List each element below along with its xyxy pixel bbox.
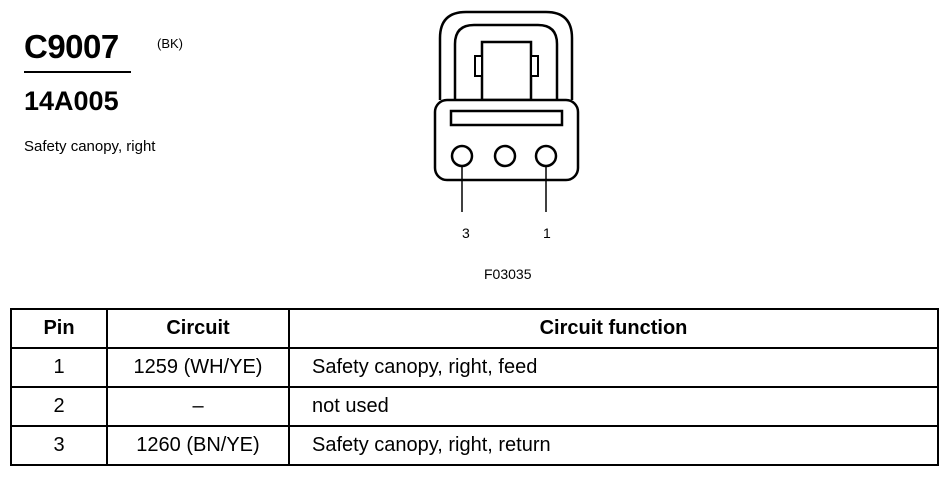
cell-pin: 3 [10, 425, 108, 466]
cell-circuit-function: Safety canopy, right, feed [288, 347, 939, 388]
title-underline [24, 71, 131, 73]
header-pin: Pin [10, 308, 108, 349]
pin-cavity-3 [450, 144, 474, 168]
cell-pin: 1 [10, 347, 108, 388]
connector-diagram [433, 10, 580, 212]
connector-lock-tab [480, 40, 533, 102]
table-row: 1 1259 (WH/YE) Safety canopy, right, fee… [10, 347, 939, 388]
connector-key-slot [449, 109, 564, 127]
pin-cavity-2 [493, 144, 517, 168]
connector-id: C9007 [24, 28, 119, 65]
connector-lock-tab-right [530, 55, 539, 77]
table-header-row: Pin Circuit Circuit function [10, 308, 939, 349]
connector-latch-inner [453, 23, 559, 100]
cell-pin: 2 [10, 386, 108, 427]
connector-description: Safety canopy, right [24, 138, 156, 155]
cell-circuit-function: Safety canopy, right, return [288, 425, 939, 466]
table-row: 2 – not used [10, 386, 939, 427]
cell-circuit: – [106, 386, 290, 427]
cell-circuit-function: not used [288, 386, 939, 427]
header-circuit-function: Circuit function [288, 308, 939, 349]
figure-code: F03035 [484, 266, 532, 282]
pin-cavity-1 [534, 144, 558, 168]
connector-lock-tab-left [474, 55, 483, 77]
pin-label-1: 1 [543, 225, 551, 241]
cell-circuit: 1259 (WH/YE) [106, 347, 290, 388]
header-circuit: Circuit [106, 308, 290, 349]
connector-latch-outer [438, 10, 574, 100]
table-row: 3 1260 (BN/YE) Safety canopy, right, ret… [10, 425, 939, 466]
part-number: 14A005 [24, 86, 119, 116]
pin-label-3: 3 [462, 225, 470, 241]
pin-table: Pin Circuit Circuit function 1 1259 (WH/… [10, 308, 939, 466]
cell-circuit: 1260 (BN/YE) [106, 425, 290, 466]
connector-color-code: (BK) [157, 36, 183, 51]
